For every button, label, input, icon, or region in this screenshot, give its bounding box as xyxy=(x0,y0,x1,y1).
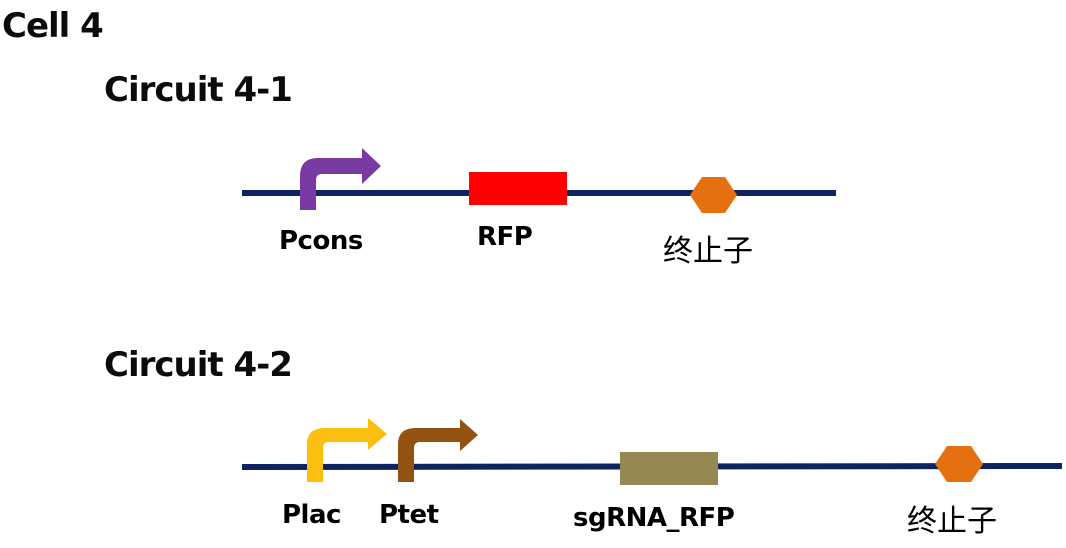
label-pcons: Pcons xyxy=(279,226,363,256)
circuit-4-1 xyxy=(242,148,836,213)
label-terminator-4-2: 终止子 xyxy=(907,504,997,539)
label-plac: Plac xyxy=(282,500,341,530)
label-terminator-4-1: 终止子 xyxy=(663,234,753,269)
promoter-arrow-plac xyxy=(307,418,387,482)
label-rfp: RFP xyxy=(477,222,533,252)
promoter-arrow-pcons xyxy=(300,148,381,210)
label-sgrna-rfp: sgRNA_RFP xyxy=(573,503,735,533)
label-ptet: Ptet xyxy=(379,500,439,530)
circuit-4-1-title: Circuit 4-1 xyxy=(104,70,293,110)
circuit-4-2-title: Circuit 4-2 xyxy=(104,345,293,385)
circuit-4-2 xyxy=(241,418,1063,485)
terminator-hexagon-4-1 xyxy=(690,177,737,213)
terminator-hexagon-4-2 xyxy=(935,446,983,482)
cell-title: Cell 4 xyxy=(2,6,104,46)
promoter-arrow-ptet xyxy=(398,419,478,482)
cds-sgrna-rfp xyxy=(620,452,718,485)
cds-rfp xyxy=(469,172,567,205)
